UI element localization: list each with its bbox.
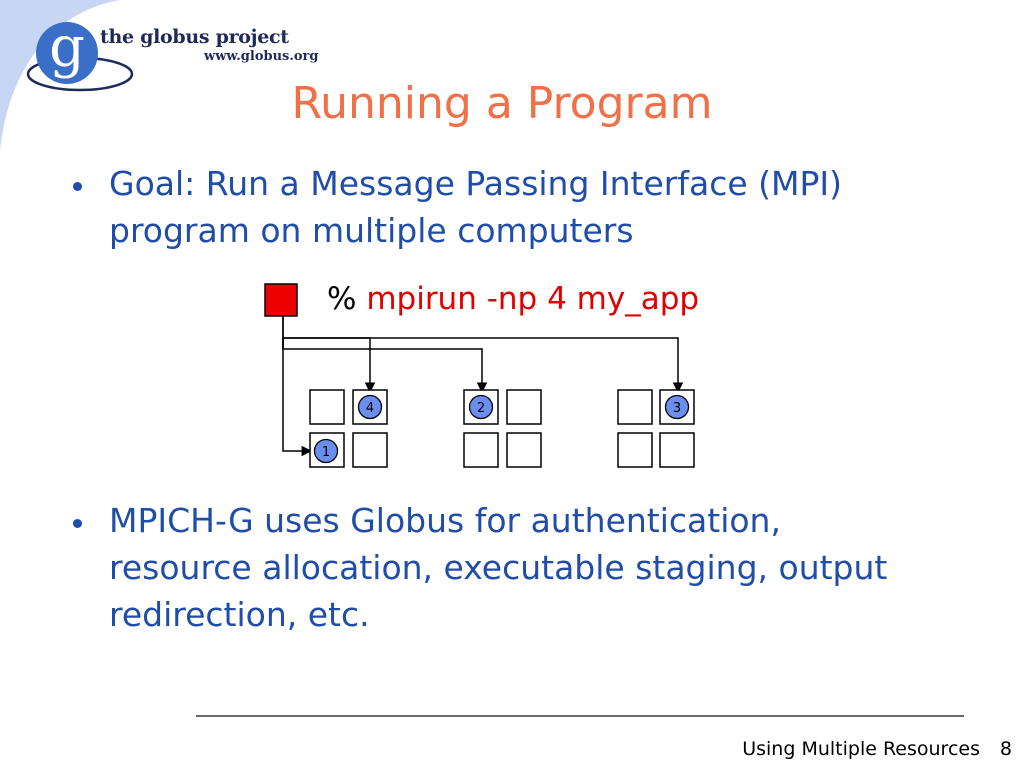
- bullet-text-2: MPICH-G uses Globus for authentication, …: [109, 501, 888, 634]
- bullet-dot-2: [73, 519, 82, 528]
- process-label-4: 4: [366, 401, 374, 416]
- command-prompt: %: [327, 281, 357, 317]
- arrow-to-process-2: [282, 338, 488, 394]
- footer-text: Using Multiple Resources: [742, 738, 980, 760]
- page-number: 8: [999, 738, 1012, 760]
- footer-divider: [196, 715, 964, 717]
- machine-3: [617, 389, 695, 468]
- command-text: mpirun -np 4 my_app: [366, 281, 700, 317]
- arrow-to-process-4: [282, 316, 376, 394]
- cpu-slot: [659, 432, 695, 468]
- cpu-slot: [617, 389, 653, 425]
- globus-logo-mark: g: [36, 20, 98, 84]
- bullet-text-1: Goal: Run a Message Passing Interface (M…: [109, 164, 842, 250]
- process-label-1: 1: [322, 445, 330, 460]
- cpu-slot: [506, 389, 542, 425]
- arrow-to-process-1: [282, 316, 313, 457]
- slide-title: Running a Program: [291, 78, 713, 129]
- cpu-slot: [463, 432, 499, 468]
- launch-arrows: [282, 316, 678, 457]
- logo-title: the globus project: [100, 26, 289, 48]
- process-label-2: 2: [477, 401, 485, 416]
- process-label-3: 3: [673, 401, 681, 416]
- cpu-slot: [309, 389, 345, 425]
- bullet-dot-1: [73, 182, 82, 191]
- corner-swoosh-decoration: [0, 0, 120, 150]
- process-2: 2: [468, 394, 494, 420]
- arrow-to-process-3: [282, 337, 678, 392]
- process-4: 4: [357, 394, 383, 420]
- process-1: 1: [313, 438, 339, 464]
- process-3: 3: [664, 394, 690, 420]
- cpu-slot: [617, 432, 653, 468]
- source-node: [264, 283, 298, 317]
- command-line: % mpirun -np 4 my_app: [327, 281, 699, 317]
- cpu-slot: [352, 432, 388, 468]
- cpu-slot: [506, 432, 542, 468]
- logo-url: www.globus.org: [204, 49, 319, 64]
